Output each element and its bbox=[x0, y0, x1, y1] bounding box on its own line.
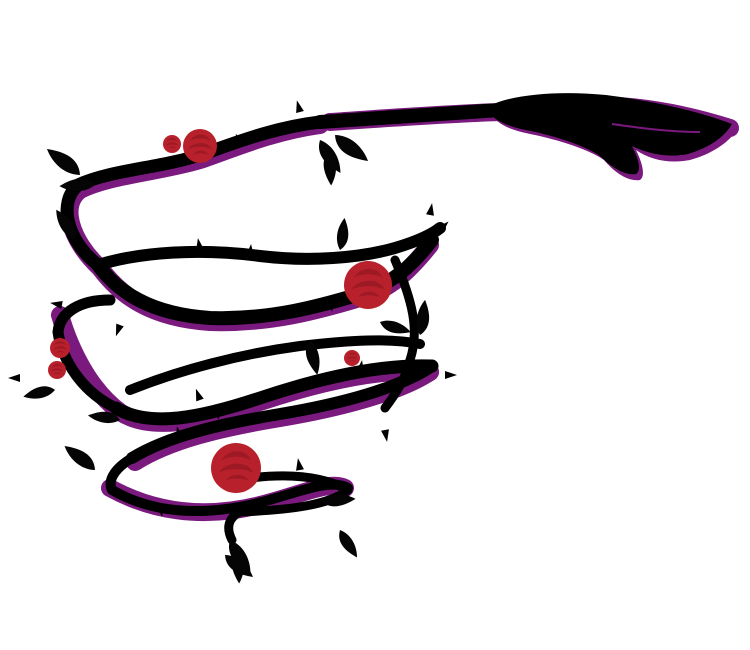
rose-upper-right bbox=[344, 261, 392, 309]
vine-arm bbox=[313, 103, 507, 129]
hand-silhouette bbox=[486, 93, 738, 181]
vine-right-twist bbox=[380, 255, 419, 413]
rose-left bbox=[50, 338, 70, 358]
thorn-vines bbox=[52, 103, 507, 545]
hand-finger-crease bbox=[611, 123, 701, 133]
vine-middle-band bbox=[109, 359, 439, 426]
vine-upper-band bbox=[92, 222, 446, 271]
rose-top-small bbox=[163, 135, 181, 153]
vine-second-band bbox=[91, 233, 439, 326]
rose-left-small bbox=[48, 361, 66, 379]
hand-shape bbox=[486, 93, 732, 175]
rose-bottom bbox=[211, 443, 261, 493]
vine-middle-band-upper bbox=[125, 335, 425, 395]
vine-lower-band-2 bbox=[105, 453, 353, 517]
rose-top bbox=[183, 129, 217, 163]
vine-bottom-tail bbox=[224, 471, 353, 545]
vine-left-arc bbox=[52, 294, 122, 414]
rose-middle-small bbox=[344, 350, 360, 366]
